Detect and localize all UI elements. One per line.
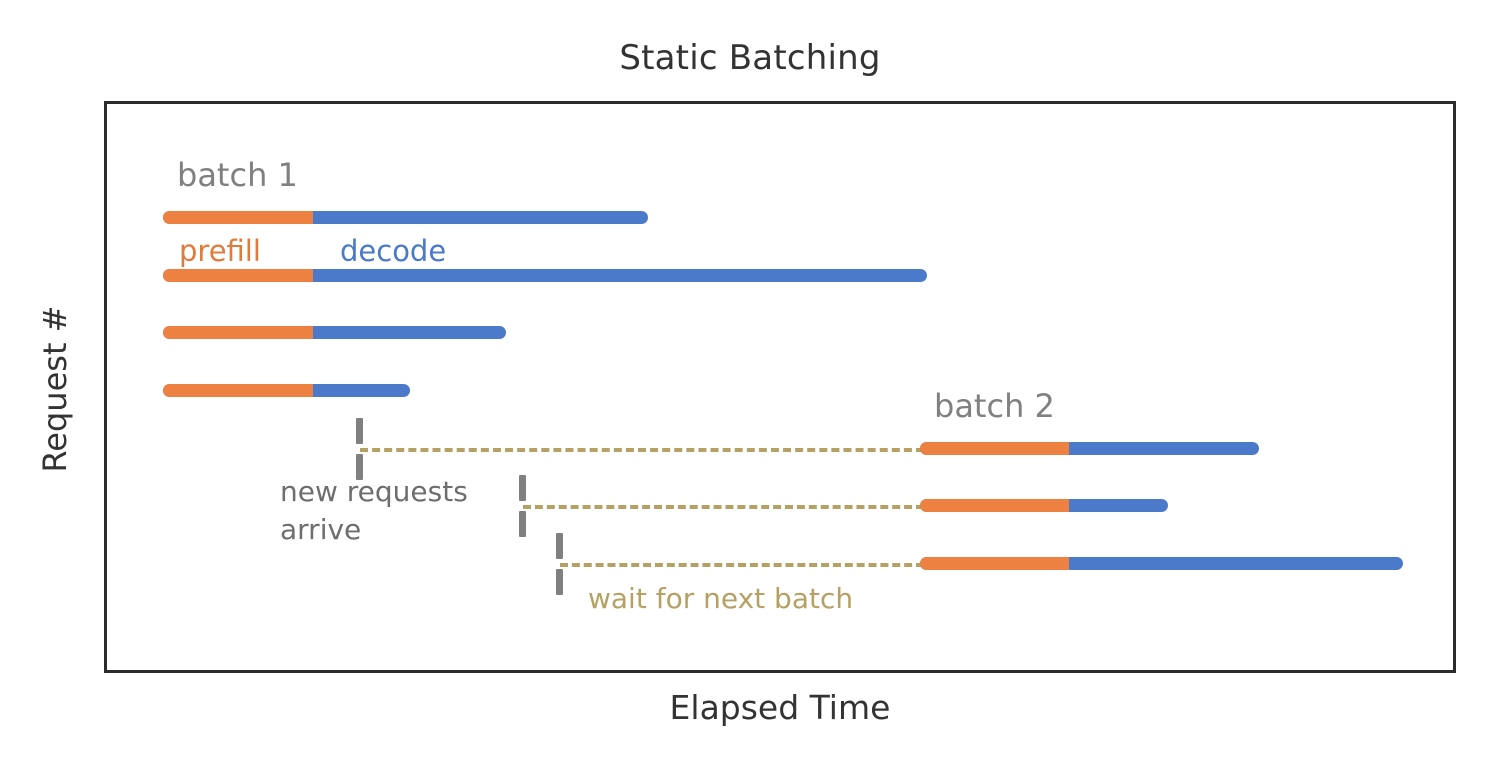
wait-for-next-batch-line — [560, 563, 924, 567]
prefill-bar — [163, 325, 313, 339]
prefill-bar — [920, 441, 1069, 455]
wait-for-next-batch-label: wait for next batch — [588, 582, 854, 615]
prefill-bar — [920, 498, 1069, 512]
decode-bar — [163, 268, 927, 282]
prefill-bar — [163, 210, 313, 224]
wait-for-next-batch-line — [523, 505, 924, 509]
prefill-bar — [163, 268, 313, 282]
prefill-bar — [920, 556, 1069, 570]
y-axis-label: Request # — [36, 305, 74, 473]
new-request-arrival-tick — [556, 533, 563, 559]
new-requests-label-1: new requests — [280, 475, 468, 508]
decode-legend-label: decode — [340, 234, 447, 268]
wait-for-next-batch-line — [360, 448, 924, 452]
batch-1-label: batch 1 — [177, 156, 298, 194]
new-request-arrival-tick — [519, 475, 526, 501]
plot-area: batch 1 batch 2 prefill decode new requests a… — [104, 101, 1456, 673]
prefill-bar — [163, 383, 313, 397]
x-axis-label: Elapsed Time — [669, 688, 891, 727]
batch-2-label: batch 2 — [934, 387, 1055, 425]
new-requests-label-2: arrive — [280, 513, 362, 546]
new-request-arrival-tick — [356, 418, 363, 444]
new-request-arrival-tick — [556, 569, 563, 595]
new-request-arrival-tick — [519, 511, 526, 537]
new-request-arrival-tick — [356, 454, 363, 480]
page-title: Static Batching — [619, 38, 881, 78]
prefill-legend-label: prefill — [179, 234, 261, 268]
